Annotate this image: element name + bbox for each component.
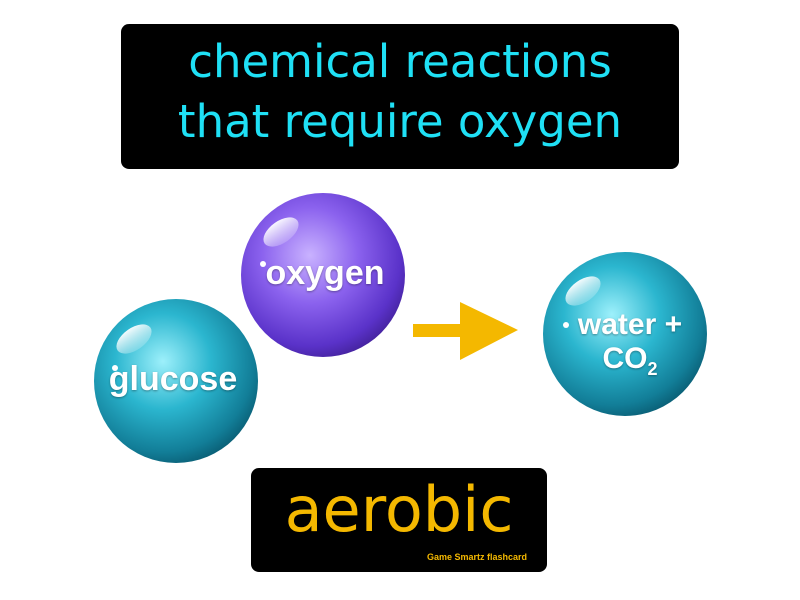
glucose-sphere xyxy=(94,299,258,463)
co2-formula: CO2 xyxy=(560,342,700,386)
glucose-label: glucose xyxy=(108,360,238,398)
co2-subscript: 2 xyxy=(647,359,658,379)
term-word: aerobic xyxy=(284,473,514,546)
definition-line-1: chemical reactions xyxy=(188,35,612,88)
product-label: water + CO2 xyxy=(560,308,700,386)
oxygen-label: oxygen xyxy=(265,254,385,292)
arrow-right-icon xyxy=(413,302,518,360)
credit-text: Game Smartz flashcard xyxy=(426,552,527,562)
co2-main: CO xyxy=(602,342,648,375)
oxygen-sphere xyxy=(241,193,405,357)
definition-line-2: that require oxygen xyxy=(177,95,623,148)
term-box: aerobic Game Smartz flashcard xyxy=(251,468,547,572)
definition-box: chemical reactions that require oxygen xyxy=(121,24,679,169)
product-sphere xyxy=(543,252,707,416)
water-plus-text: water + xyxy=(577,308,683,341)
